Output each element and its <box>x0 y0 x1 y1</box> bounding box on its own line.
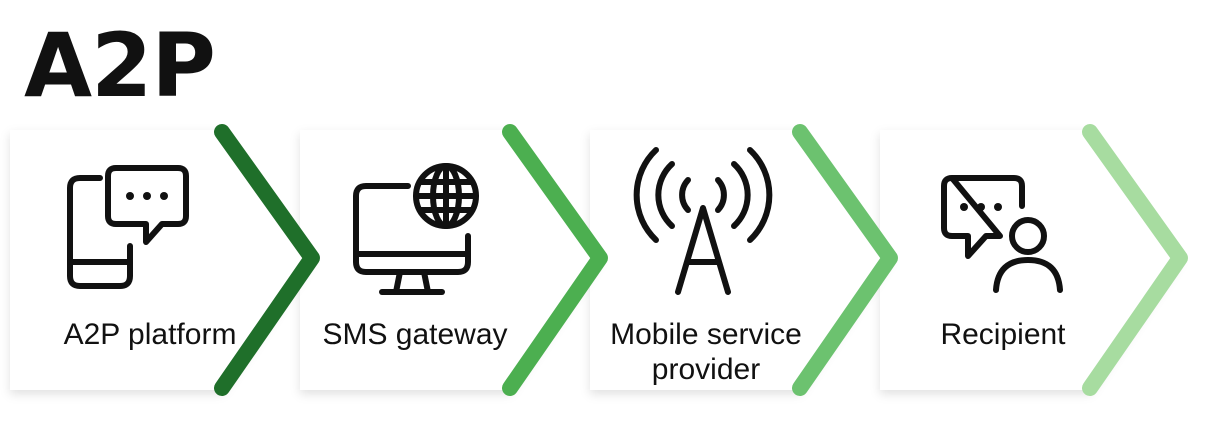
chevron-edge-mobile-service-provider <box>792 124 898 396</box>
step-label-mobile-service-provider: Mobile service provider <box>610 318 802 386</box>
monitor-globe-icon <box>353 163 479 295</box>
step-mobile-service-provider <box>590 124 898 396</box>
cell-tower-icon <box>633 147 773 295</box>
chevron-edge-recipient <box>1082 124 1188 396</box>
step-label-recipient: Recipient <box>940 318 1066 351</box>
step-a2p-platform <box>10 124 320 396</box>
step-label-sms-gateway: SMS gateway <box>322 318 508 351</box>
step-sms-gateway <box>300 124 608 396</box>
chevron-edge-a2p-platform <box>214 124 320 396</box>
chevron-edge-sms-gateway <box>502 124 608 396</box>
smartphone-chat-icon <box>67 165 189 289</box>
step-label-a2p-platform: A2P platform <box>63 318 237 351</box>
user-chat-icon <box>941 175 1063 293</box>
diagram-title: A2P <box>24 14 216 117</box>
